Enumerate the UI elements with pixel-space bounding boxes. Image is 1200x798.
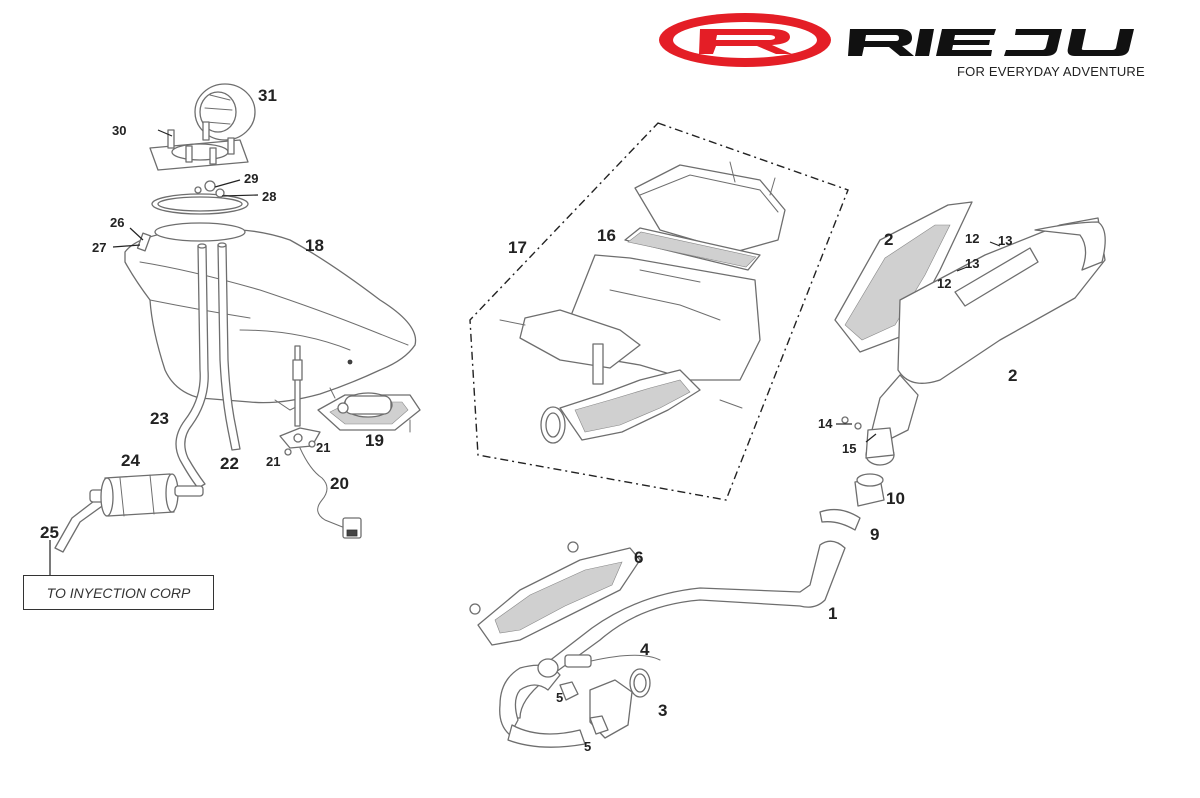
callout-18: 18 [305, 236, 324, 255]
callout-9: 9 [870, 525, 879, 544]
flange-and-gasket [537, 658, 651, 739]
callout-26: 26 [110, 215, 124, 230]
callout-25: 25 [40, 523, 59, 542]
callout-16: 16 [597, 226, 616, 245]
callout-29: 29 [244, 171, 258, 186]
callout-5-lower: 5 [584, 739, 591, 754]
silencer [819, 201, 1106, 531]
callout-24: 24 [121, 451, 140, 470]
callout-6: 6 [634, 548, 643, 567]
rieju-logo [659, 13, 1134, 67]
callout-3: 3 [658, 701, 667, 720]
callout-5-upper: 5 [556, 690, 563, 705]
callout-17: 17 [508, 238, 527, 257]
callout-13-lower: 13 [965, 256, 979, 271]
brand-tagline: FOR EVERYDAY ADVENTURE [957, 64, 1145, 79]
fuel-cap-assembly [136, 83, 256, 252]
fuel-tank [124, 222, 417, 411]
airbox-group-outline [469, 122, 849, 501]
fuel-filter [54, 473, 204, 553]
hose-22 [217, 242, 241, 451]
callout-19: 19 [365, 431, 384, 450]
fuel-pump [317, 392, 421, 433]
air-filter-box [499, 161, 786, 444]
callout-28: 28 [262, 189, 276, 204]
callout-22: 22 [220, 454, 239, 473]
callout-15: 15 [842, 441, 856, 456]
callout-21-right: 21 [316, 440, 330, 455]
callout-labels: 31 30 29 28 26 27 18 23 19 21 21 24 22 2… [40, 86, 1017, 754]
callout-20: 20 [330, 474, 349, 493]
header-pipe [499, 540, 846, 748]
logo-wordmark [848, 29, 1134, 56]
hose-23 [175, 243, 209, 489]
fuel-sender [279, 345, 362, 539]
callout-31: 31 [258, 86, 277, 105]
injection-note-box: TO INYECTION CORP [23, 575, 214, 610]
callout-30: 30 [112, 123, 126, 138]
callout-27: 27 [92, 240, 106, 255]
callout-2-upper: 2 [884, 230, 893, 249]
heat-shield [469, 541, 641, 646]
callout-10: 10 [886, 489, 905, 508]
logo-r-mark [699, 29, 792, 54]
callout-2-lower: 2 [1008, 366, 1017, 385]
callout-12-lower: 12 [937, 276, 951, 291]
callout-12-upper: 12 [965, 231, 979, 246]
callout-4: 4 [640, 640, 650, 659]
o2-sensor [564, 654, 661, 668]
callout-13-upper: 13 [998, 233, 1012, 248]
injection-note-text: TO INYECTION CORP [46, 584, 191, 601]
callout-14: 14 [818, 416, 833, 431]
callout-23: 23 [150, 409, 169, 428]
leader-lines [49, 129, 1001, 575]
callout-1: 1 [828, 604, 837, 623]
callout-21-left: 21 [266, 454, 280, 469]
